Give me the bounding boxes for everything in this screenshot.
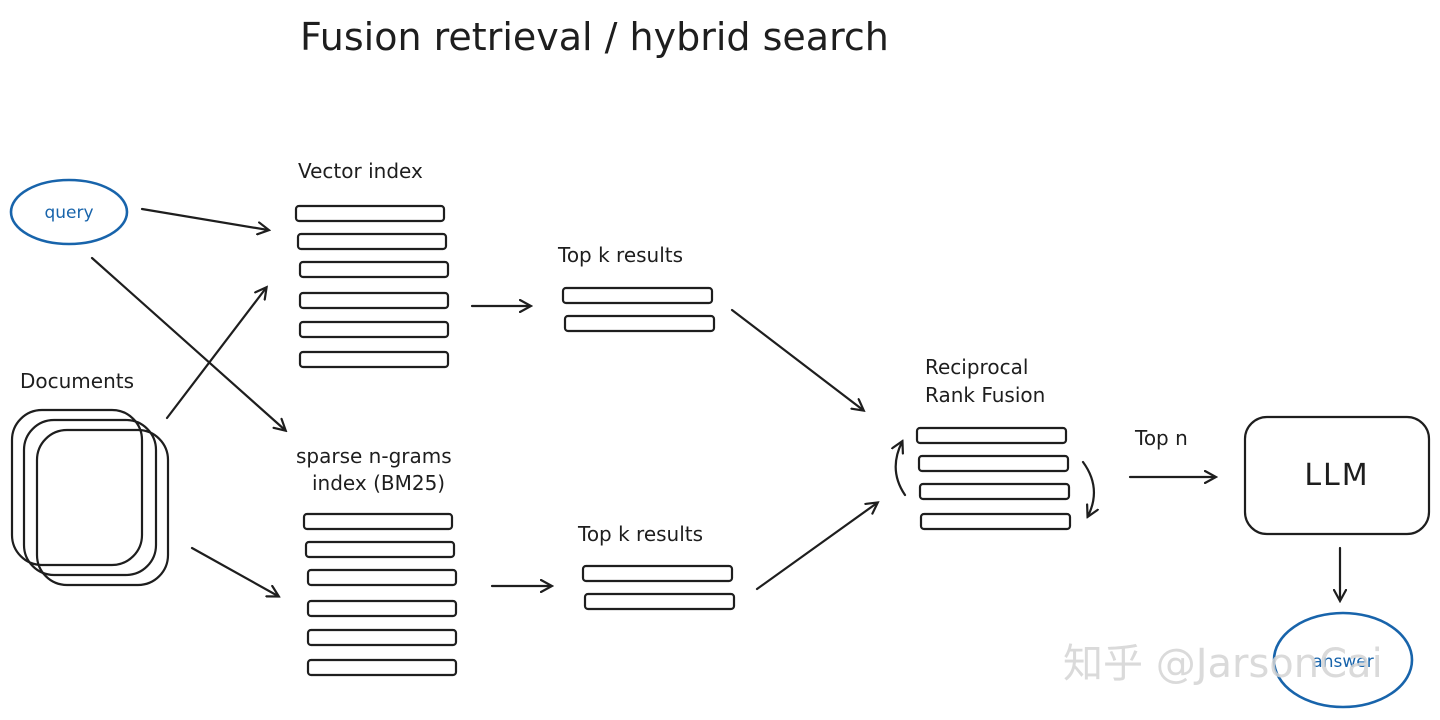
vector-index-row xyxy=(298,291,450,310)
top-k-upper-row xyxy=(561,286,714,305)
sparse-index: sparse n-grams index (BM25) xyxy=(296,444,458,677)
answer-label: answer xyxy=(1312,652,1373,672)
sparse-index-row xyxy=(306,599,458,618)
vector-index-row xyxy=(298,350,450,369)
llm-label: LLM xyxy=(1304,458,1369,493)
document-page-back xyxy=(10,408,144,567)
rrf-label-line2: Rank Fusion xyxy=(925,383,1045,407)
top-k-lower-row xyxy=(583,592,736,611)
top-k-results-lower: Top k results xyxy=(577,522,736,611)
arrow-documents-to-vector-index xyxy=(165,288,266,420)
answer-oval xyxy=(1272,611,1414,709)
rrf-row xyxy=(918,482,1071,501)
rrf-row xyxy=(917,454,1070,473)
vector-index: Vector index xyxy=(294,159,450,369)
sparse-index-row xyxy=(306,568,458,587)
rrf-rerank-arrow-right xyxy=(1081,460,1094,516)
sparse-index-row xyxy=(304,540,456,559)
top-k-upper-label: Top k results xyxy=(557,243,683,267)
arrow-query-to-sparse-index xyxy=(90,256,285,430)
vector-index-label: Vector index xyxy=(298,159,423,183)
sparse-index-row xyxy=(306,628,458,647)
document-page-front xyxy=(35,428,170,587)
documents-label: Documents xyxy=(20,369,134,393)
vector-index-row xyxy=(294,204,446,223)
arrow-query-to-vector-index xyxy=(140,207,268,230)
top-k-results-upper: Top k results xyxy=(557,243,716,333)
sparse-index-label-line1: sparse n-grams xyxy=(296,444,452,468)
rrf-rerank-arrow-left xyxy=(896,442,907,497)
sparse-index-label-line2: index (BM25) xyxy=(312,471,445,495)
llm-box xyxy=(1243,415,1431,536)
top-k-upper-row xyxy=(563,314,716,333)
sparse-index-row xyxy=(302,512,454,531)
documents-node: Documents xyxy=(10,369,170,587)
sparse-index-row xyxy=(306,658,458,677)
vector-index-row xyxy=(296,232,448,251)
vector-index-row xyxy=(298,320,450,339)
document-page-middle xyxy=(22,418,158,577)
rrf-row xyxy=(915,426,1068,445)
query-oval xyxy=(9,178,129,246)
top-n-label: Top n xyxy=(1134,426,1188,450)
answer-node: answer xyxy=(1272,611,1414,709)
query-node: query xyxy=(9,178,129,246)
query-label: query xyxy=(44,203,93,223)
llm-node: LLM xyxy=(1243,415,1431,536)
rrf-row xyxy=(919,512,1072,531)
vector-index-row xyxy=(298,260,450,279)
arrow-top-k-upper-to-rrf xyxy=(730,308,863,410)
page-title: Fusion retrieval / hybrid search xyxy=(300,15,889,59)
rrf-label-line1: Reciprocal xyxy=(925,355,1028,379)
arrow-documents-to-sparse-index xyxy=(190,546,278,596)
watermark-text: 知乎 @JarsonCai xyxy=(1063,641,1383,687)
arrow-top-k-lower-to-rrf xyxy=(755,503,877,591)
reciprocal-rank-fusion: Reciprocal Rank Fusion xyxy=(896,355,1094,531)
top-k-lower-row xyxy=(581,564,734,583)
top-k-lower-label: Top k results xyxy=(577,522,703,546)
